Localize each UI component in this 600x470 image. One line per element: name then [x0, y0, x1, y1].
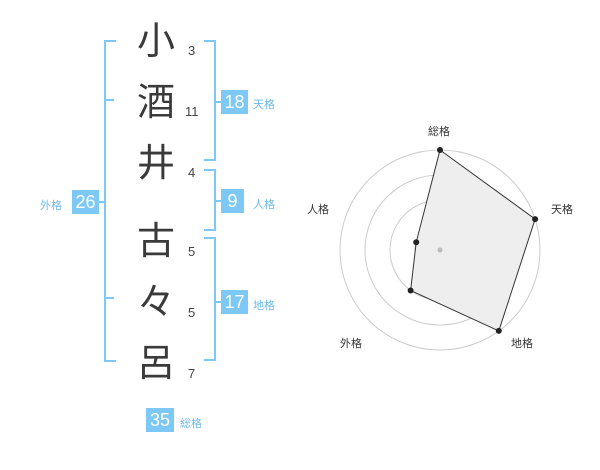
chikaku-value-badge: 17 [221, 290, 248, 314]
radar-axis-label-gaikaku: 外格 [340, 337, 362, 350]
stroke-count-5: 5 [188, 305, 196, 320]
radar-point-4 [407, 287, 414, 294]
gaikaku-connector [98, 201, 105, 203]
stroke-count-2: 11 [185, 104, 199, 119]
gaikaku-bracket-tick-1 [106, 99, 114, 101]
chikaku-label: 地格 [253, 299, 275, 312]
radar-point-3 [495, 327, 502, 334]
tenkaku-value-badge: 18 [221, 90, 248, 114]
tenkaku-label: 天格 [253, 98, 275, 111]
name-char-2: 酒 [136, 80, 175, 124]
name-char-3: 井 [136, 141, 175, 185]
jinkaku-connector [215, 200, 221, 202]
radar-axis-label-chikaku: 地格 [511, 337, 533, 350]
radar-point-1 [437, 147, 443, 153]
name-char-6: 呂 [136, 341, 175, 385]
stroke-count-1: 3 [188, 43, 196, 58]
tenkaku-bracket [204, 40, 216, 161]
gaikaku-bracket-tick-2 [106, 297, 114, 299]
radar-points [407, 147, 539, 334]
soukaku-value-badge: 35 [146, 408, 174, 432]
stroke-count-6: 7 [188, 366, 196, 381]
radar-point-5 [413, 239, 420, 246]
name-char-1: 小 [136, 19, 175, 63]
chikaku-bracket [204, 237, 216, 361]
radar-axis-label-tenkaku: 天格 [551, 203, 573, 216]
name-char-4: 古 [136, 219, 175, 263]
radar-point-2 [532, 216, 539, 223]
tenkaku-connector [215, 101, 221, 103]
radar-center-point [437, 247, 443, 253]
radar-axis-label-jinkaku: 人格 [307, 203, 329, 216]
chikaku-connector [215, 301, 221, 303]
gaikaku-label: 外格 [40, 199, 62, 212]
stroke-count-4: 5 [188, 244, 196, 259]
gaikaku-value-badge: 26 [72, 190, 99, 214]
gaikaku-bracket [104, 40, 116, 362]
soukaku-label: 総格 [180, 417, 202, 430]
stroke-count-3: 4 [188, 165, 196, 180]
radar-polygon [410, 149, 536, 332]
radar-axis-label-soukaku: 総格 [428, 125, 450, 138]
jinkaku-label: 人格 [253, 198, 275, 211]
name-char-5: 々 [136, 280, 175, 324]
jinkaku-value-badge: 9 [221, 189, 244, 213]
